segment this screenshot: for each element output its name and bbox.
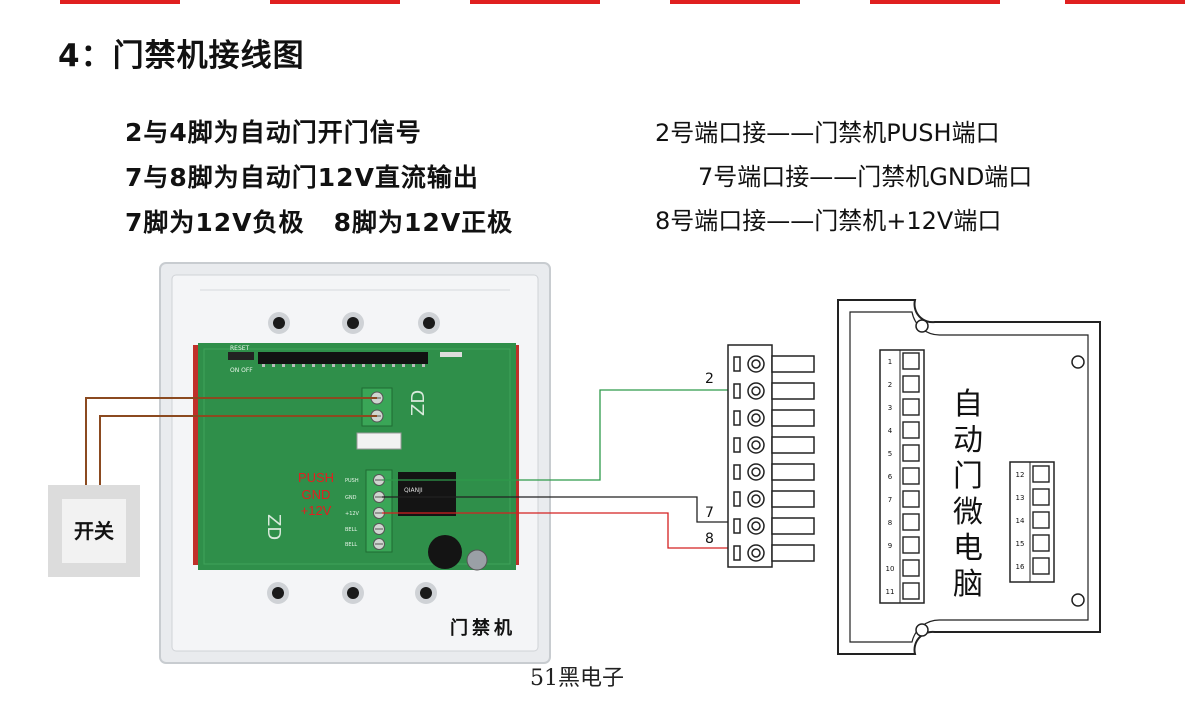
- left-terminal-6: [902, 467, 920, 485]
- computer-label-char: 动: [953, 423, 983, 458]
- right-pin-number: 15: [1016, 540, 1025, 548]
- terminal-label-bell-2: BELL: [345, 542, 357, 548]
- left-terminal-10: [902, 559, 920, 577]
- right-terminal-16: [1032, 557, 1050, 575]
- computer-label-char: 电: [953, 531, 983, 566]
- note-pins-2-4: 2与4脚为自动门开门信号: [125, 118, 422, 147]
- left-pin-number: 8: [888, 519, 892, 527]
- pin-label-2: 2: [705, 371, 714, 387]
- left-terminal-2: [902, 375, 920, 393]
- terminal-label-gnd: GND: [345, 495, 357, 501]
- left-pin-number: 7: [888, 496, 892, 504]
- pin-label-8: 8: [705, 531, 714, 547]
- left-terminal-7: [902, 490, 920, 508]
- left-pin-number: 9: [888, 542, 892, 550]
- page-title: 4：门禁机接线图: [58, 38, 305, 74]
- zd-label-bottom: ZD: [263, 514, 284, 540]
- computer-label-char: 门: [953, 459, 983, 494]
- left-pin-number: 1: [888, 358, 892, 366]
- zd-label-top: ZD: [408, 390, 429, 416]
- right-pin-number: 13: [1016, 494, 1025, 502]
- note-port-8: 8号端口接——门禁机+12V端口: [655, 207, 1002, 235]
- terminal-label-12v: +12V: [345, 511, 360, 517]
- right-terminal-12: [1032, 465, 1050, 483]
- computer-label-char: 自: [953, 387, 983, 422]
- top-decoration-strip: [0, 0, 1200, 6]
- right-terminal-14: [1032, 511, 1050, 529]
- left-terminal-3: [902, 398, 920, 416]
- note-polarity: 7脚为12V负极 8脚为12V正极: [125, 208, 514, 237]
- left-terminal-5: [902, 444, 920, 462]
- switch-box: 开关: [48, 485, 140, 577]
- relay: [398, 472, 456, 516]
- computer-label-char: 脑: [953, 567, 983, 602]
- left-terminal-1: [902, 352, 920, 370]
- left-pin-number: 3: [888, 404, 892, 412]
- connector-8pin: [727, 344, 815, 568]
- right-pin-number: 14: [1016, 517, 1025, 525]
- note-port-7: 7号端口接——门禁机GND端口: [698, 163, 1033, 191]
- left-terminal-4: [902, 421, 920, 439]
- reset-label: RESET: [230, 345, 250, 352]
- relay-label: QIANJI: [404, 487, 423, 494]
- terminal-label-bell-1: BELL: [345, 527, 357, 533]
- ic-chip: [258, 352, 428, 364]
- left-terminal-8: [902, 513, 920, 531]
- terminal-label-push: PUSH: [345, 478, 359, 484]
- left-pin-number: 10: [886, 565, 895, 573]
- on-off-label: ON OFF: [230, 367, 253, 374]
- note-port-2: 2号端口接——门禁机PUSH端口: [655, 119, 1000, 147]
- device-label: 门禁机: [450, 617, 516, 639]
- access-controller: RESET ON OFF ZD PUSH GND +12V: [159, 262, 551, 664]
- left-pin-number: 11: [886, 588, 895, 596]
- right-pin-number: 16: [1016, 563, 1025, 571]
- right-terminal-15: [1032, 534, 1050, 552]
- note-pins-7-8: 7与8脚为自动门12V直流输出: [125, 163, 479, 192]
- wires: [85, 389, 750, 549]
- computer-label-char: 微: [953, 495, 983, 530]
- right-pin-number: 12: [1016, 471, 1025, 479]
- wire-label-gnd: GND: [302, 487, 331, 502]
- buzzer: [428, 535, 462, 569]
- right-terminal-13: [1032, 488, 1050, 506]
- left-pin-number: 2: [888, 381, 892, 389]
- wire-label-12v: +12V: [301, 503, 332, 518]
- left-pin-number: 4: [888, 427, 893, 435]
- left-pin-number: 5: [888, 450, 892, 458]
- watermark: 51黑电子: [530, 666, 624, 691]
- switch-label: 开关: [74, 519, 114, 543]
- left-terminal-11: [902, 582, 920, 600]
- wire-label-push: PUSH: [298, 470, 334, 485]
- left-pin-number: 6: [888, 473, 893, 481]
- left-terminal-9: [902, 536, 920, 554]
- pin-label-7: 7: [705, 505, 714, 521]
- pcb-board: [198, 343, 516, 570]
